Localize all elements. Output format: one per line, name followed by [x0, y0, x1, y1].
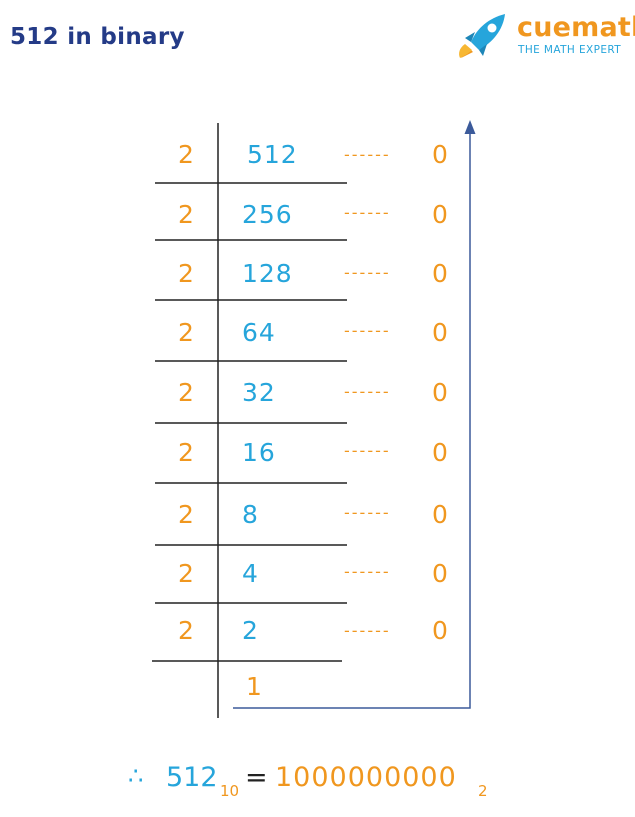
- remainder: 0: [432, 559, 448, 588]
- quotient: 512: [247, 140, 298, 169]
- dotted-leader: ------: [344, 203, 391, 222]
- divisor: 2: [178, 500, 194, 529]
- divisor: 2: [178, 438, 194, 467]
- arrow-head-icon: [464, 120, 476, 134]
- logo-tagline: THE MATH EXPERT: [518, 44, 622, 56]
- read-direction-arrow: [233, 128, 471, 709]
- divisor: 2: [178, 200, 194, 229]
- binary-value: 1000000000: [275, 762, 457, 793]
- quotient: 64: [242, 318, 276, 347]
- quotient: 2: [242, 616, 259, 645]
- equals-sign: =: [245, 762, 268, 793]
- remainder: 0: [432, 200, 448, 229]
- logo-wordmark: cuemath: [517, 12, 635, 43]
- quotient: 128: [242, 259, 293, 288]
- divisor: 2: [178, 259, 194, 288]
- dotted-leader: ------: [344, 145, 391, 164]
- quotient: 8: [242, 500, 259, 529]
- binary-base: 2: [478, 782, 488, 800]
- quotient: 32: [242, 378, 276, 407]
- dotted-leader: ------: [344, 503, 391, 522]
- remainder: 0: [432, 318, 448, 347]
- divisor: 2: [178, 140, 194, 169]
- dotted-leader: ------: [344, 562, 391, 581]
- decimal-value: 512: [166, 762, 218, 793]
- dotted-leader: ------: [344, 441, 391, 460]
- divisor: 2: [178, 318, 194, 347]
- cuemath-logo: cuemath THE MATH EXPERT: [455, 8, 635, 58]
- page-title: 512 in binary: [10, 24, 185, 50]
- remainder: 0: [432, 259, 448, 288]
- quotient: 256: [242, 200, 293, 229]
- quotient: 16: [242, 438, 276, 467]
- quotient: 4: [242, 559, 259, 588]
- dotted-leader: ------: [344, 321, 391, 340]
- divisor: 2: [178, 559, 194, 588]
- remainder: 0: [432, 500, 448, 529]
- remainder: 0: [432, 438, 448, 467]
- divisor: 2: [178, 378, 194, 407]
- remainder: 0: [432, 378, 448, 407]
- dotted-leader: ------: [344, 382, 391, 401]
- final-quotient: 1: [246, 672, 263, 701]
- divisor: 2: [178, 616, 194, 645]
- rocket-icon: [459, 14, 505, 58]
- dotted-leader: ------: [344, 263, 391, 282]
- remainder: 0: [432, 140, 448, 169]
- therefore-symbol: ∴: [128, 762, 144, 790]
- decimal-base: 10: [220, 782, 240, 800]
- remainder: 0: [432, 616, 448, 645]
- dotted-leader: ------: [344, 621, 391, 640]
